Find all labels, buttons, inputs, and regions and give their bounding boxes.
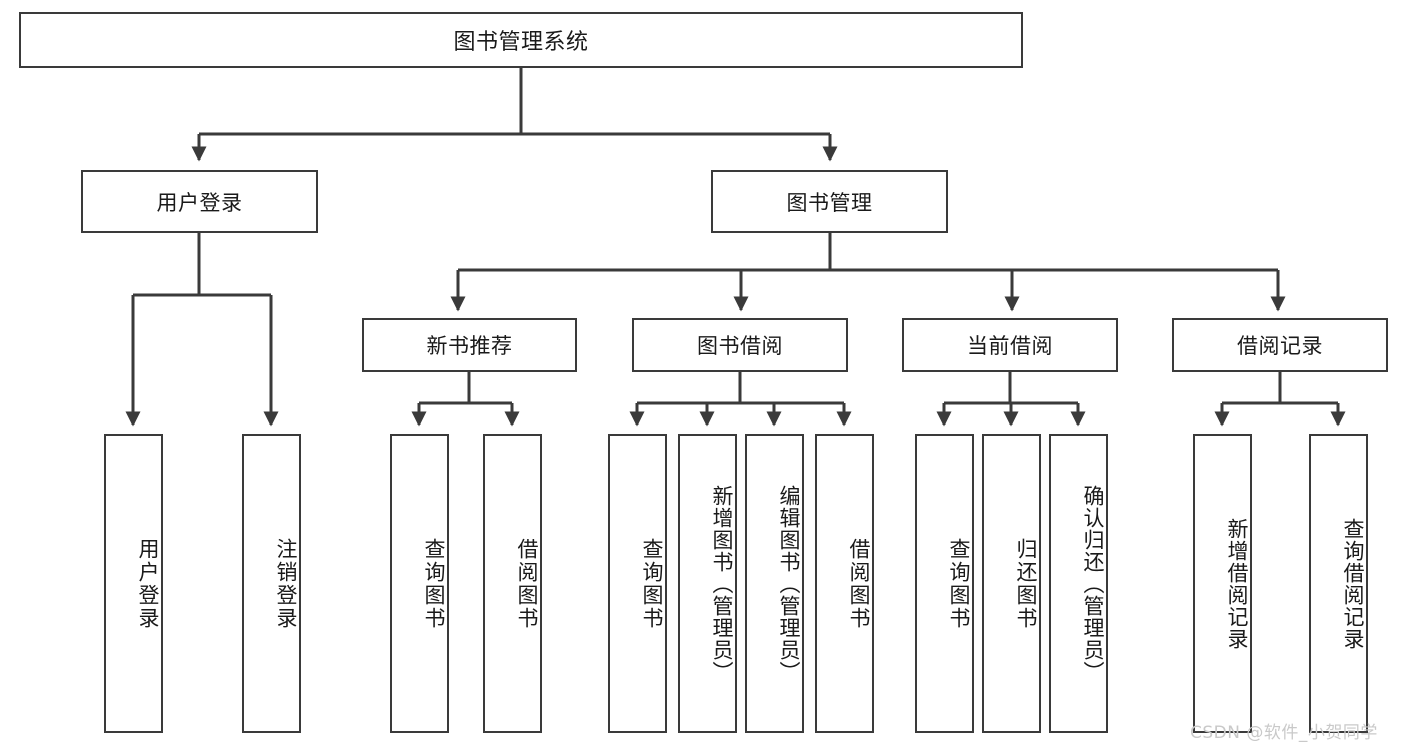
node-label: 查询借阅记录 [1341,517,1365,650]
node-label: 确认归还（管理员） [1081,484,1105,683]
node-label: 借阅图书 [515,537,539,630]
node-label: 借阅记录 [1237,334,1323,358]
leaf-borrow-query-book[interactable]: 查询图书 [608,434,667,733]
node-label: 查询图书 [422,537,446,630]
leaf-record-add-borrow-record[interactable]: 新增借阅记录 [1193,434,1252,733]
leaf-recommend-borrow-book[interactable]: 借阅图书 [483,434,542,733]
leaf-record-query-borrow-record[interactable]: 查询借阅记录 [1309,434,1368,733]
leaf-borrow-add-book-admin[interactable]: 新增图书（管理员） [678,434,737,733]
node-book-borrow[interactable]: 图书借阅 [632,318,848,372]
leaf-borrow-edit-book-admin[interactable]: 编辑图书（管理员） [745,434,804,733]
node-label: 用户登录 [136,537,160,630]
leaf-user-login[interactable]: 用户登录 [104,434,163,733]
node-label: 新书推荐 [426,334,513,358]
node-borrow-record[interactable]: 借阅记录 [1172,318,1388,372]
node-label: 图书管理系统 [453,30,589,55]
node-new-book-recommend[interactable]: 新书推荐 [362,318,577,372]
node-label: 注销登录 [274,537,298,630]
node-label: 当前借阅 [967,334,1053,358]
node-user-login[interactable]: 用户登录 [81,170,318,233]
node-label: 借阅图书 [847,537,871,630]
node-label: 查询图书 [947,537,971,630]
node-label: 新增借阅记录 [1225,517,1249,650]
node-label: 用户登录 [156,190,243,215]
node-label: 新增图书（管理员） [710,484,734,683]
node-label: 图书借阅 [697,334,783,358]
leaf-recommend-query-book[interactable]: 查询图书 [390,434,449,733]
leaf-current-confirm-return-admin[interactable]: 确认归还（管理员） [1049,434,1108,733]
leaf-user-logout[interactable]: 注销登录 [242,434,301,733]
node-label: 查询图书 [640,537,664,630]
node-label: 图书管理 [786,190,873,215]
csdn-watermark: CSDN @软件_小贺同学 [1190,723,1378,743]
node-label: 归还图书 [1014,537,1038,630]
leaf-current-query-book[interactable]: 查询图书 [915,434,974,733]
node-label: 编辑图书（管理员） [777,484,801,683]
leaf-current-return-book[interactable]: 归还图书 [982,434,1041,733]
leaf-borrow-borrow-book[interactable]: 借阅图书 [815,434,874,733]
node-book-management[interactable]: 图书管理 [711,170,948,233]
node-current-borrow[interactable]: 当前借阅 [902,318,1118,372]
node-root-system[interactable]: 图书管理系统 [19,12,1023,68]
